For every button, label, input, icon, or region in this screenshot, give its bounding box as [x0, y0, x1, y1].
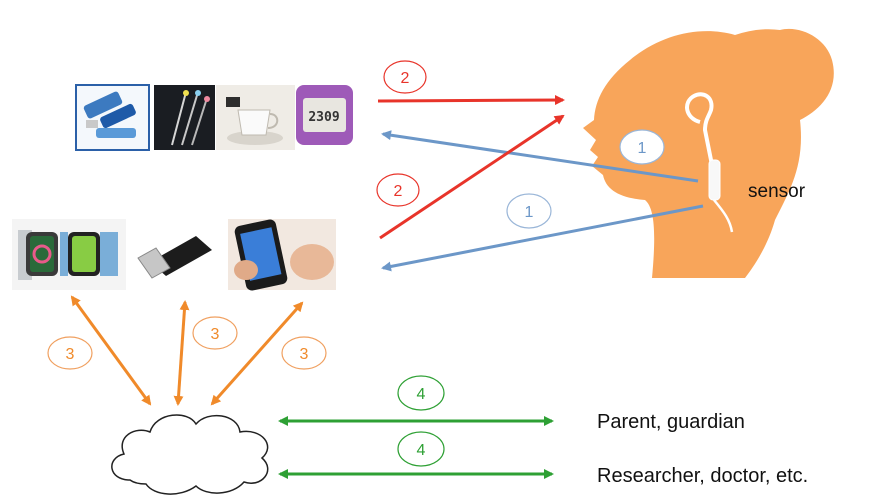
arrow-3-right [210, 301, 304, 406]
badge-3-right-label: 3 [300, 346, 309, 363]
badge-2-top: 2 [383, 60, 427, 94]
badge-3-left-label: 3 [66, 346, 75, 363]
smartphone-icon [228, 219, 336, 291]
usb-stick-icon [133, 219, 220, 290]
cloud-icon [111, 414, 269, 495]
badge-3-right: 3 [281, 336, 327, 370]
badge-1-bottom-label: 1 [525, 204, 534, 221]
badge-4-bottom-label: 4 [417, 442, 426, 459]
clock-display: 2309 [308, 110, 339, 125]
researcher-label: Researcher, doctor, etc. [597, 465, 808, 487]
sensor-label: sensor [748, 181, 806, 202]
badge-3-left: 3 [47, 336, 93, 370]
arrow-3-left [70, 295, 152, 406]
badge-4-top: 4 [397, 375, 445, 411]
badge-1-bottom: 1 [506, 193, 552, 229]
arrow-2-bottom [379, 114, 565, 240]
arrow-1-top [381, 130, 699, 183]
smartwatch-icon [12, 219, 126, 290]
badge-3-middle: 3 [192, 316, 238, 350]
usb-dongle-icon [75, 84, 150, 151]
arrow-1-bottom [381, 204, 704, 272]
arrow-2-top [377, 95, 565, 106]
fiber-optic-icon [154, 85, 215, 150]
badge-3-middle-label: 3 [211, 326, 220, 343]
badge-2-bottom: 2 [376, 173, 420, 207]
badge-1-top: 1 [619, 129, 665, 165]
arrow-3-middle [173, 300, 190, 406]
badge-4-bottom: 4 [397, 431, 445, 467]
coffee-cup-icon [216, 85, 295, 150]
badge-2-top-label: 2 [401, 70, 410, 87]
digital-clock-icon: 2309 [296, 85, 353, 145]
parent-label: Parent, guardian [597, 411, 745, 433]
badge-2-bottom-label: 2 [394, 183, 403, 200]
badge-4-top-label: 4 [417, 386, 426, 403]
earbud-icon [685, 92, 734, 233]
badge-1-top-label: 1 [638, 140, 647, 157]
